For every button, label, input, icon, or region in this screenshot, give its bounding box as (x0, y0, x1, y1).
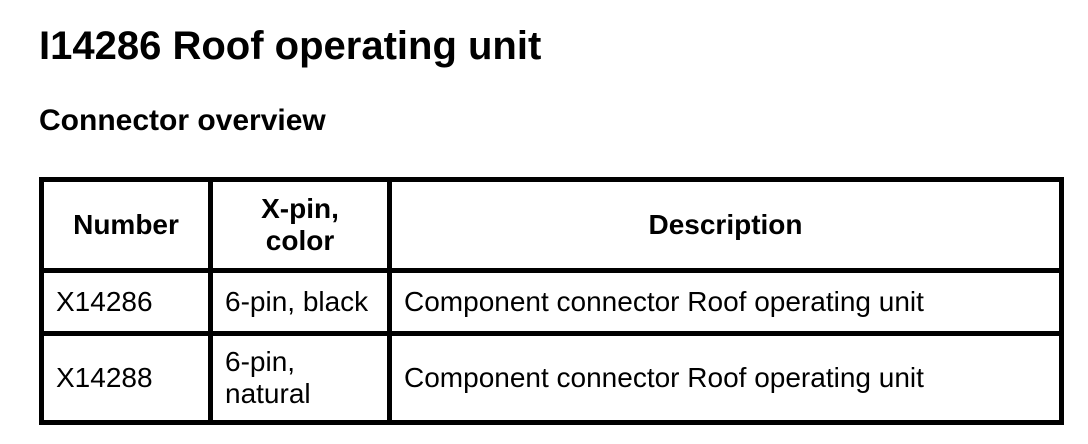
page-title: I14286 Roof operating unit (39, 24, 542, 68)
connector-overview-table: Number X-pin, color Description X14286 6… (39, 177, 1064, 425)
cell-description: Component connector Roof operating unit (387, 331, 1064, 425)
table-header-row: Number X-pin, color Description (39, 177, 1064, 273)
header-cell-number: Number (39, 177, 213, 273)
cell-pin-color: 6-pin, natural (208, 331, 392, 425)
table-row: X14286 6-pin, black Component connector … (39, 268, 1064, 336)
header-cell-xpin-color: X-pin, color (208, 177, 392, 273)
header-cell-description: Description (387, 177, 1064, 273)
cell-number: X14288 (39, 331, 213, 425)
section-heading-connector-overview: Connector overview (39, 104, 326, 137)
cell-description: Component connector Roof operating unit (387, 268, 1064, 336)
cell-number: X14286 (39, 268, 213, 336)
cell-pin-color: 6-pin, black (208, 268, 392, 336)
table-row: X14288 6-pin, natural Component connecto… (39, 331, 1064, 425)
document-content: I14286 Roof operating unit Connector ove… (39, 24, 1064, 425)
